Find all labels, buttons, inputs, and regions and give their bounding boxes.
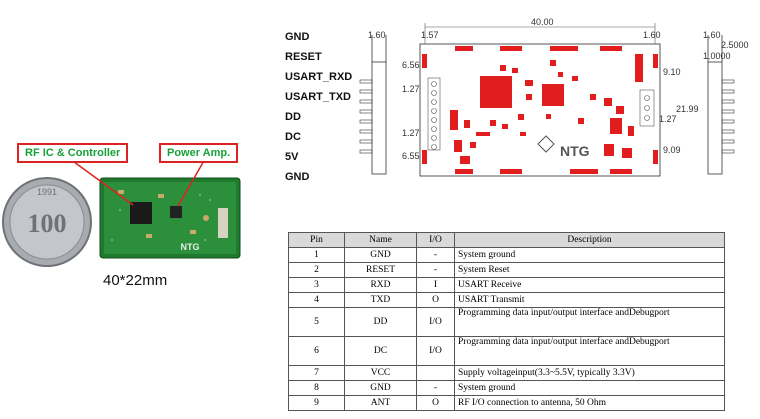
pin-label-reset: RESET: [285, 51, 322, 63]
dim-2-5000: 2.5000: [721, 40, 749, 50]
cell-pin: 2: [288, 262, 345, 278]
pin-label-gnd-1: GND: [285, 31, 310, 43]
dim-1-27-mid: 1.27: [402, 128, 420, 138]
cell-description: RF I/O connection to antenna, 50 Ohm: [454, 395, 725, 411]
cell-name: GND: [344, 380, 417, 396]
callout-rf-ic: RF IC & Controller: [17, 143, 129, 163]
cell-name: TXD: [344, 292, 417, 308]
coin-value-text: 100: [28, 209, 67, 238]
module-board: NTG: [99, 177, 241, 259]
pin-label-gnd-2: GND: [285, 171, 310, 183]
cell-pin: 5: [288, 307, 345, 337]
table-row: 6 DC I/O Programming data input/output i…: [288, 336, 725, 366]
cell-description: USART Transmit: [454, 292, 725, 308]
callout-line-rf: [69, 158, 134, 206]
callout-line-pa: [177, 158, 206, 207]
header-io: I/O: [416, 232, 455, 248]
pin-description-table: Pin Name I/O Description 1 GND - System …: [288, 232, 725, 411]
side-view-left: [359, 35, 387, 175]
header-pin: Pin: [288, 232, 345, 248]
cell-name: GND: [344, 247, 417, 263]
cell-description: System ground: [454, 247, 725, 263]
pin-label-usart-txd: USART_TXD: [285, 91, 352, 103]
dim-1-27-top: 1.27: [402, 84, 420, 94]
cell-name: RXD: [344, 277, 417, 293]
header-name: Name: [344, 232, 417, 248]
drawing-ntg-logo: NTG: [537, 135, 590, 159]
pin-label-5v: 5V: [285, 151, 299, 163]
table-row: 1 GND - System ground: [288, 247, 725, 263]
cell-description: Programming data input/output interface …: [454, 336, 725, 366]
header-description: Description: [454, 232, 725, 248]
cell-io: -: [416, 262, 455, 278]
table-row: 7 VCC Supply voltageinput(3.3~5.5V, typi…: [288, 365, 725, 381]
cell-pin: 4: [288, 292, 345, 308]
dim-1-57: 1.57: [421, 30, 439, 40]
cell-io: I: [416, 277, 455, 293]
side-view-right: [707, 35, 735, 175]
module-photo: 100 1991 NTG: [2, 158, 241, 267]
cell-description: System ground: [454, 380, 725, 396]
cell-pin: 7: [288, 365, 345, 381]
callout-power-amp: Power Amp.: [159, 143, 239, 163]
cell-pin: 3: [288, 277, 345, 293]
cell-io: -: [416, 247, 455, 263]
dim-1-60-left: 1.60: [368, 30, 386, 40]
cell-name: DD: [344, 307, 417, 337]
dim-6-56: 6.56: [402, 60, 420, 70]
cell-io: -: [416, 380, 455, 396]
coin-image: 100 1991: [2, 177, 92, 267]
mechanical-drawing: NTG: [359, 23, 735, 177]
cell-pin: 6: [288, 336, 345, 366]
cell-description: USART Receive: [454, 277, 725, 293]
pin-label-dd: DD: [285, 111, 301, 123]
cell-pin: 8: [288, 380, 345, 396]
pin-label-dc: DC: [285, 131, 301, 143]
cell-io: I/O: [416, 307, 455, 337]
module-size-label: 40*22mm: [103, 272, 168, 289]
cell-description: System Reset: [454, 262, 725, 278]
dim-1-27-right: 1.27: [659, 114, 677, 124]
table-row: 4 TXD O USART Transmit: [288, 292, 725, 308]
cell-pin: 9: [288, 395, 345, 411]
table-row: 9 ANT O RF I/O connection to antenna, 50…: [288, 395, 725, 411]
cell-name: VCC: [344, 365, 417, 381]
cell-name: DC: [344, 336, 417, 366]
coin-year-text: 1991: [37, 187, 57, 197]
cell-name: RESET: [344, 262, 417, 278]
dim-40-00: 40.00: [531, 17, 554, 27]
svg-text:NTG: NTG: [560, 143, 590, 159]
table-header-row: Pin Name I/O Description: [288, 232, 725, 248]
dim-21-99: 21.99: [676, 104, 699, 114]
cell-description: Supply voltageinput(3.3~5.5V, typically …: [454, 365, 725, 381]
pin-label-usart-rxd: USART_RXD: [285, 71, 353, 83]
table-row: 8 GND - System ground: [288, 380, 725, 396]
cell-name: ANT: [344, 395, 417, 411]
cell-io: [416, 365, 455, 381]
table-row: 3 RXD I USART Receive: [288, 277, 725, 293]
dim-1-0000: 1.0000: [703, 51, 731, 61]
dim-6-55: 6.55: [402, 151, 420, 161]
cell-io: O: [416, 292, 455, 308]
board-logo-text: NTG: [181, 242, 200, 252]
dim-1-60-mid: 1.60: [643, 30, 661, 40]
table-row: 2 RESET - System Reset: [288, 262, 725, 278]
cell-description: Programming data input/output interface …: [454, 307, 725, 337]
dim-9-09: 9.09: [663, 145, 681, 155]
table-row: 5 DD I/O Programming data input/output i…: [288, 307, 725, 337]
cell-io: O: [416, 395, 455, 411]
cell-io: I/O: [416, 336, 455, 366]
cell-pin: 1: [288, 247, 345, 263]
dim-9-10: 9.10: [663, 67, 681, 77]
dim-1-60-right: 1.60: [703, 30, 721, 40]
board-outline: NTG: [419, 23, 661, 177]
